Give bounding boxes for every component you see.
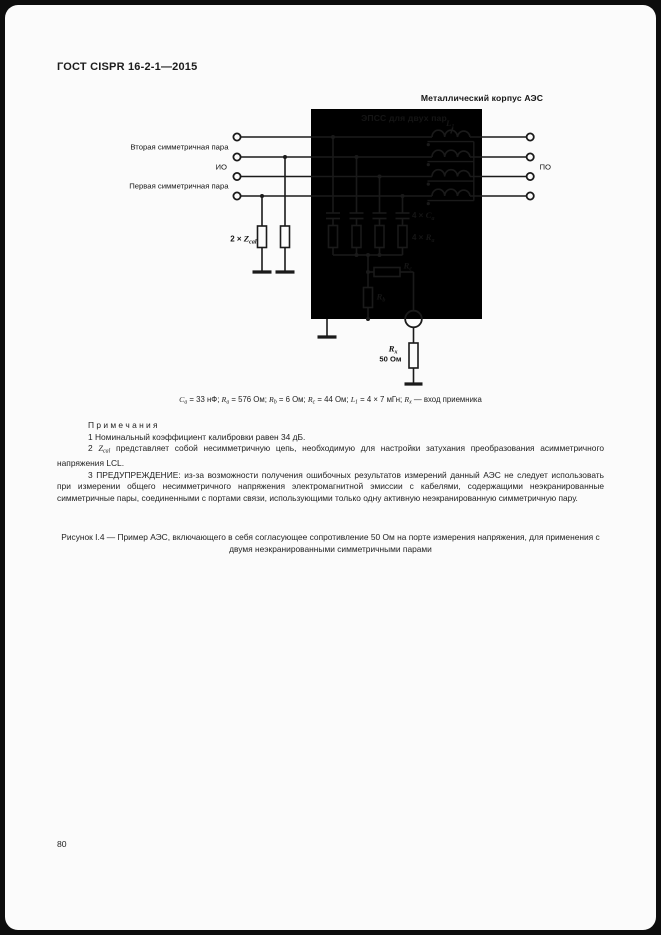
l1-label: L1 (445, 118, 454, 130)
notes-heading: П р и м е ч а н и я (88, 420, 158, 430)
note-3-warning: 3 ПРЕДУПРЕЖДЕНИЕ: из-за возможности полу… (57, 469, 604, 503)
rc-label: Rc (403, 261, 413, 273)
rx-value-label: 50 Ом (379, 355, 401, 364)
eut-side-label: ИО (215, 163, 227, 172)
metal-case-label: Металлический корпус АЭС (421, 93, 543, 103)
left-terminals (232, 132, 242, 201)
rx-label: Rx (388, 344, 398, 356)
resistors-ra (327, 218, 408, 255)
wire-lines (240, 136, 527, 197)
standard-designation: ГОСТ CISPR 16-2-1—2015 (57, 61, 198, 73)
figure-caption: Рисунок I.4 — Пример АЭС, включающего в … (61, 532, 600, 554)
case-ground (317, 319, 337, 339)
metal-case-outline (311, 109, 482, 319)
ca-label: 4 × Ca (412, 210, 434, 222)
note-1: 1 Номинальный коэффициент калибровки рав… (88, 431, 306, 442)
common-rail (333, 253, 403, 274)
resistor-rc (368, 266, 415, 311)
note-2: 2 Zcal представляет собой несимметричную… (57, 443, 604, 468)
page-number: 80 (57, 839, 67, 849)
resistor-rb (362, 272, 374, 321)
tap-branches (331, 135, 405, 213)
inductor-l1 (426, 127, 475, 206)
first-pair-label: Первая симметричная пара (129, 182, 229, 191)
resistor-rx (404, 327, 423, 386)
right-terminals (525, 132, 535, 201)
zcal-branches (252, 155, 295, 274)
component-values-line: Ca = 33 нФ; Ra = 576 Ом; Rb = 6 Ом; Rc =… (179, 395, 482, 406)
rb-label: Rb (376, 292, 386, 304)
circuit-diagram: Металлический корпус АЭС ЭПСС для двух п… (129, 93, 552, 386)
second-pair-label: Вторая симметричная пара (130, 143, 229, 152)
ae-side-label: ПО (540, 163, 552, 172)
ra-label: 4 × Ra (412, 232, 434, 244)
notes-block: П р и м е ч а н и я 1 Номинальный коэффи… (57, 420, 604, 504)
epss-label: ЭПСС для двух пар (361, 113, 447, 123)
zcal-label: 2 × Zcal (230, 234, 257, 246)
